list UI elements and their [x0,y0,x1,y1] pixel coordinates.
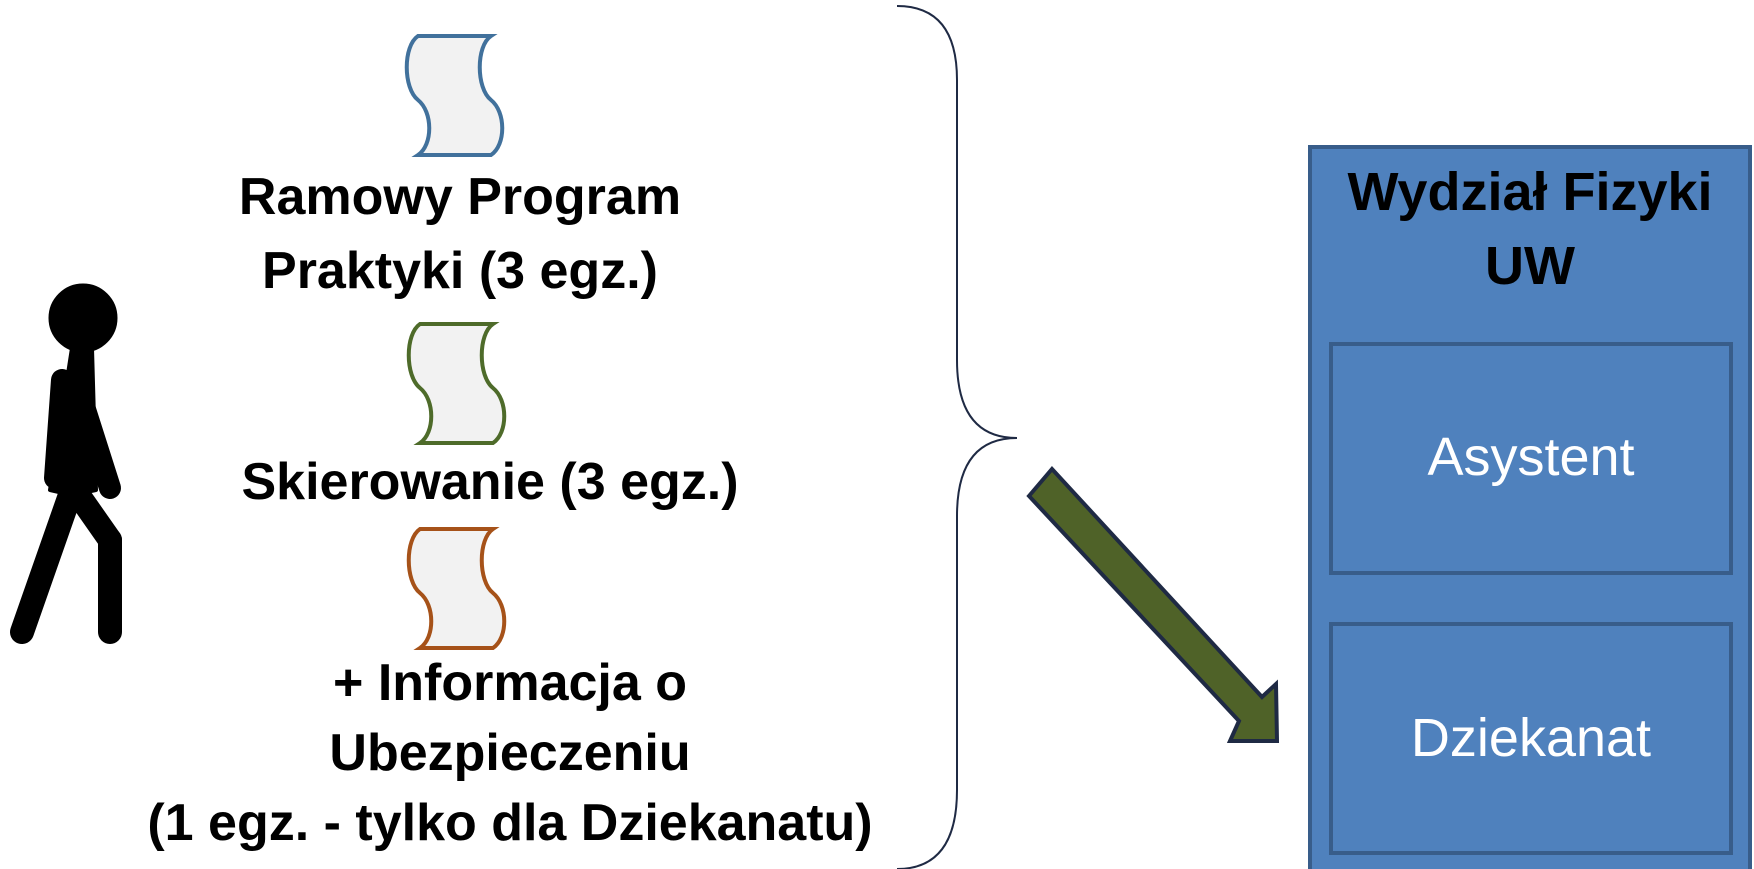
unit-label-asystent: Asystent [1427,427,1635,487]
faculty-title: Wydział Fizyki UW [1310,155,1750,303]
document-label-insurance: + Informacja o Ubezpieczeniu (1 egz. - t… [100,648,920,858]
scroll-document-icon-1 [404,34,505,157]
document-label-line: (1 egz. - tylko dla Dziekanatu) [147,794,873,852]
document-label-line: Ubezpieczeniu [329,724,691,782]
faculty-title-line: Wydział Fizyki [1347,162,1713,222]
scroll-document-icon-3 [406,527,507,650]
document-label-line: Ramowy Program [238,168,682,226]
unit-box-asystent [1329,342,1733,575]
document-label-line: Skierowanie (3 egz.) [241,453,739,511]
arrow-to-faculty [1026,465,1280,743]
document-label-program: Ramowy Program Praktyki (3 egz.) [200,160,720,308]
faculty-title-line: UW [1485,236,1575,296]
curly-brace [896,5,1018,869]
document-label-line: Praktyki (3 egz.) [262,242,658,300]
document-label-line: + Informacja o [333,654,687,712]
scroll-document-icon-2 [406,322,507,445]
unit-box-dziekanat [1329,622,1733,855]
document-label-skierowanie: Skierowanie (3 egz.) [150,445,830,519]
unit-label-dziekanat: Dziekanat [1410,708,1652,768]
person-walking-icon [10,283,122,644]
